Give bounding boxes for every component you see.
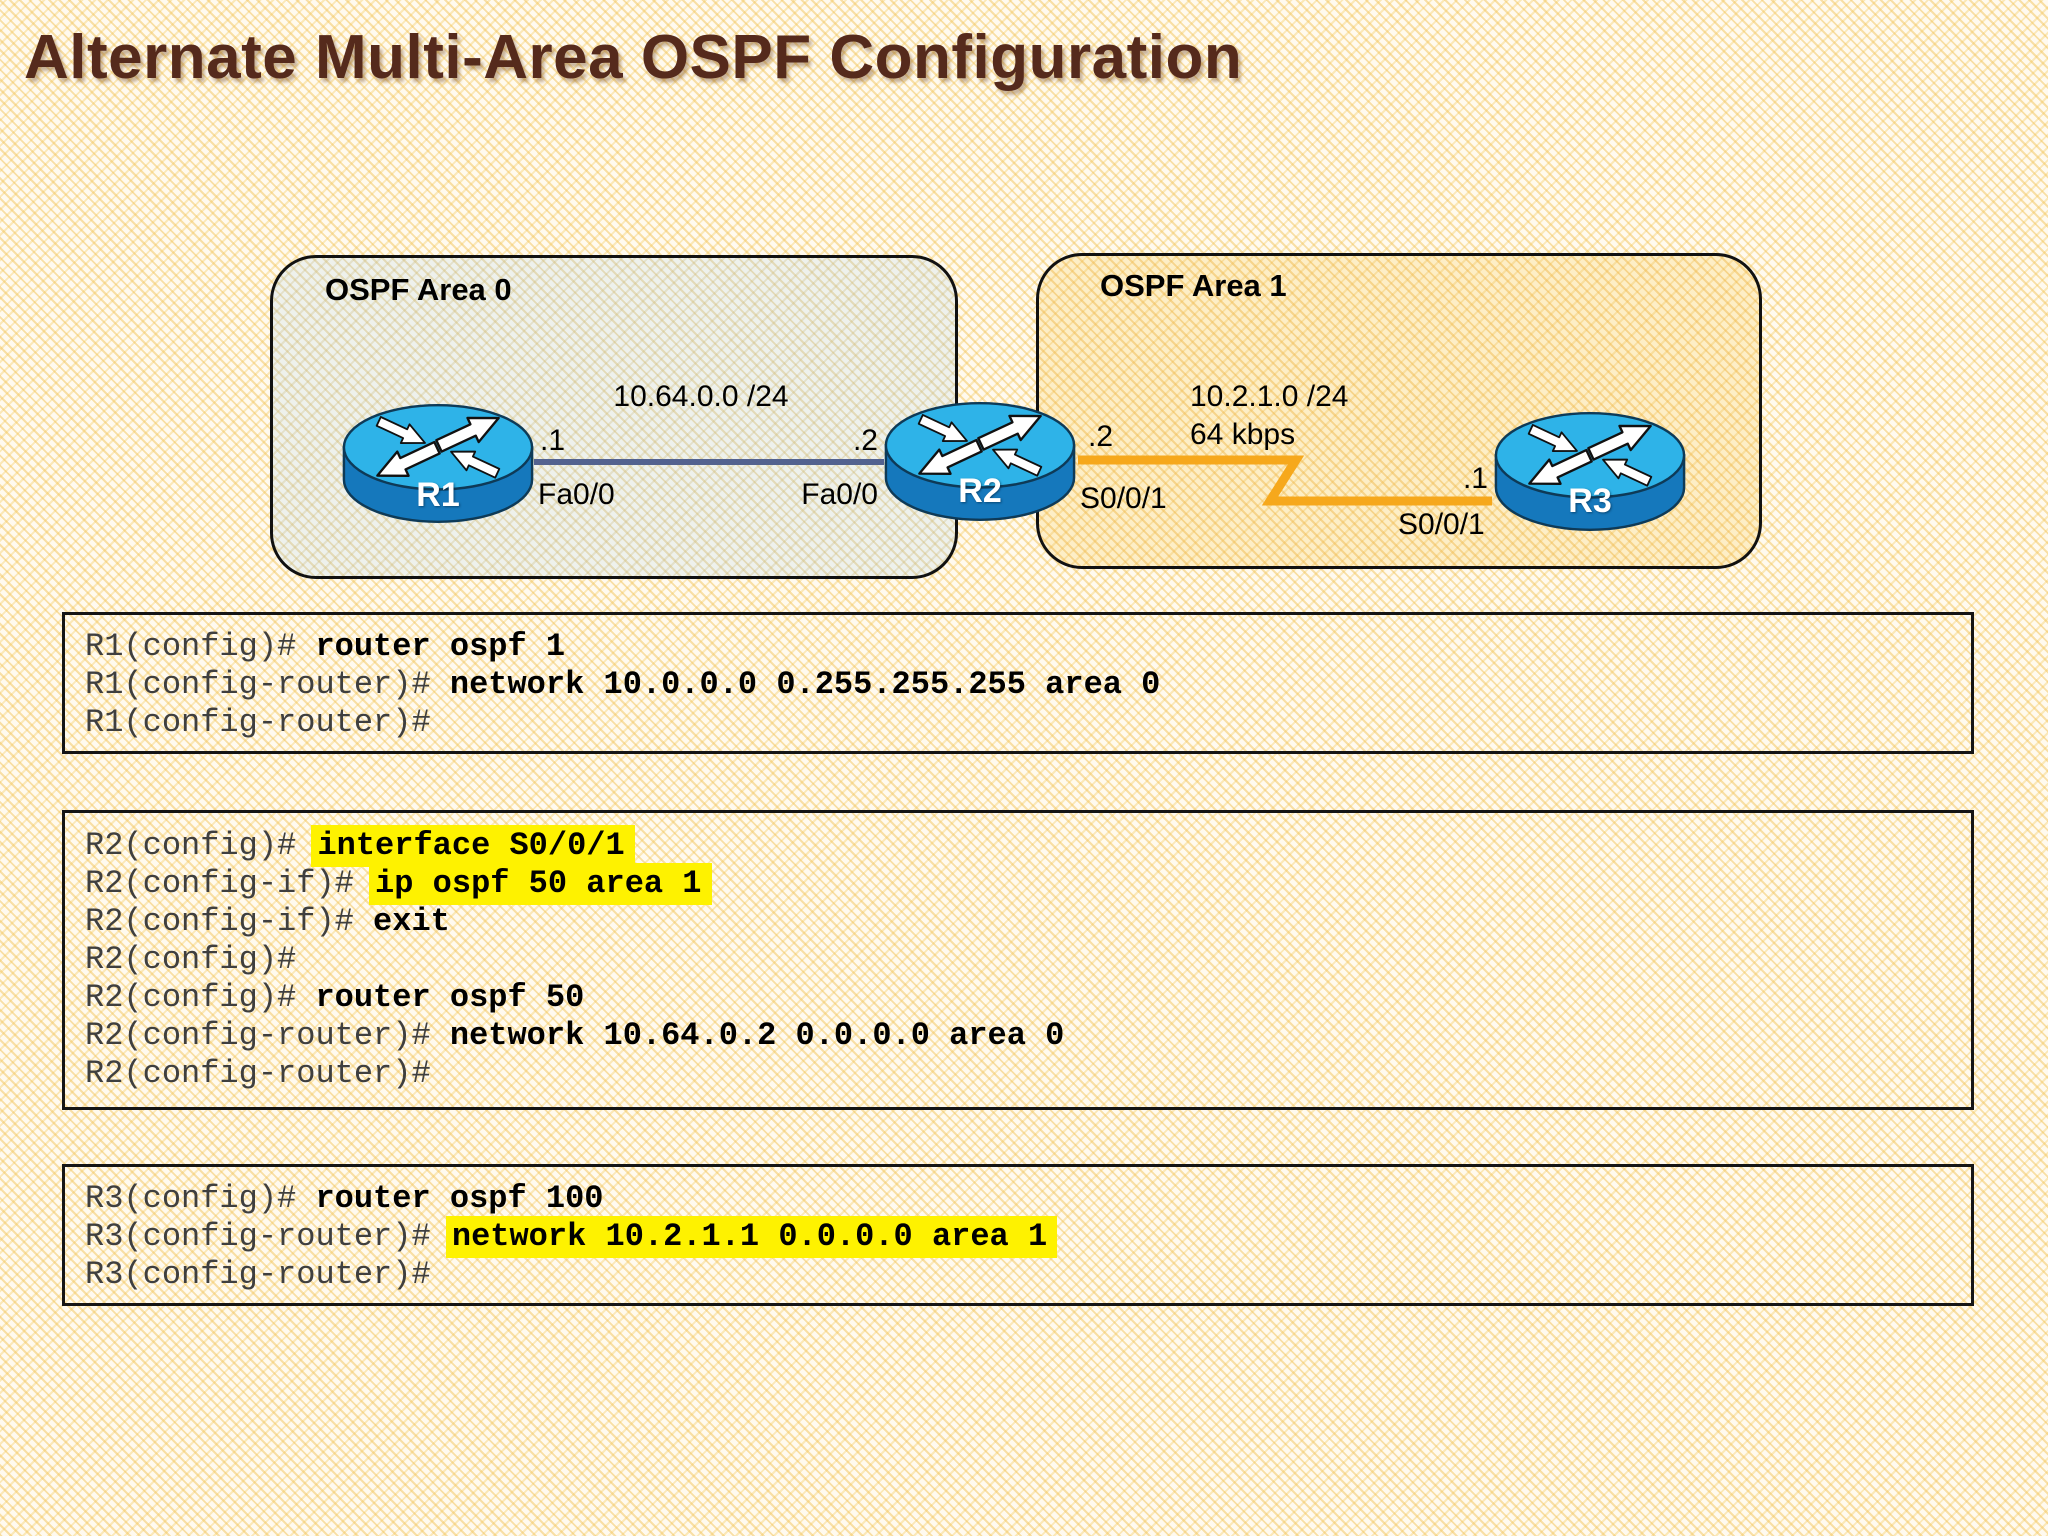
console-line: R2(config)# interface S0/0/1: [85, 825, 1971, 867]
console-line: R1(config-router)#: [85, 704, 1971, 742]
console-line: R1(config)# router ospf 1: [85, 628, 1971, 666]
console-line: R3(config-router)#: [85, 1256, 1971, 1294]
console-r3: R3(config)# router ospf 100 R3(config-ro…: [62, 1164, 1974, 1306]
ospf-area0-box: [270, 255, 958, 579]
ethernet-link-line: [534, 459, 884, 465]
console-line: R3(config-router)# network 10.2.1.1 0.0.…: [85, 1216, 1971, 1258]
console-line: R3(config)# router ospf 100: [85, 1180, 1971, 1218]
network1-label: 10.2.1.0 /24: [1190, 380, 1349, 413]
r1-ip-label: .1: [540, 424, 566, 457]
ospf-area1-label: OSPF Area 1: [1100, 268, 1287, 303]
cli-prompt: R2(config)#: [85, 941, 297, 978]
console-line: R2(config-if)# exit: [85, 903, 1971, 941]
cli-command: router ospf 1: [315, 628, 566, 665]
network0-label: 10.64.0.0 /24: [613, 380, 789, 413]
cli-prompt: R3(config-router)#: [85, 1218, 450, 1255]
r2-fa-ip-label: .2: [852, 424, 878, 457]
ospf-area0-label: OSPF Area 0: [325, 272, 512, 307]
cli-prompt: R2(config)#: [85, 979, 316, 1016]
console-r2: R2(config)# interface S0/0/1 R2(config-i…: [62, 810, 1974, 1110]
console-line: R2(config-router)# network 10.64.0.2 0.0…: [85, 1017, 1971, 1055]
cli-prompt: R2(config-router)#: [85, 1055, 431, 1092]
cli-prompt: R3(config)#: [85, 1180, 316, 1217]
router-r3-label: R3: [1568, 482, 1612, 520]
cli-command: router ospf 50: [315, 979, 585, 1016]
console-line: R2(config-if)# ip ospf 50 area 1: [85, 863, 1971, 905]
cli-prompt: R3(config-router)#: [85, 1256, 431, 1293]
r2-serial-interface-label: S0/0/1: [1080, 482, 1167, 515]
console-line: R2(config)#: [85, 941, 1971, 979]
console-r1: R1(config)# router ospf 1 R1(config-rout…: [62, 612, 1974, 754]
console-line: R2(config-router)#: [85, 1055, 1971, 1093]
console-line: R1(config-router)# network 10.0.0.0 0.25…: [85, 666, 1971, 704]
cli-command: router ospf 100: [315, 1180, 604, 1217]
r3-ip-label: .1: [1462, 462, 1488, 495]
cli-command: network 10.0.0.0 0.255.255.255 area 0: [449, 666, 1161, 703]
serial-link-line: [1078, 455, 1492, 506]
cli-command: network 10.64.0.2 0.0.0.0 area 0: [449, 1017, 1065, 1054]
page-title: Alternate Multi-Area OSPF Configuration: [24, 23, 1243, 92]
cli-command: network 10.2.1.1 0.0.0.0 area 1: [445, 1216, 1058, 1258]
cli-prompt: R2(config-if)#: [85, 903, 374, 940]
cli-prompt: R1(config)#: [85, 628, 316, 665]
cli-prompt: R2(config-if)#: [85, 865, 374, 902]
cli-command: exit: [373, 903, 450, 940]
link-speed-label: 64 kbps: [1190, 418, 1296, 451]
cli-prompt: R2(config)#: [85, 827, 316, 864]
r1-interface-label: Fa0/0: [538, 478, 615, 511]
cli-command: interface S0/0/1: [311, 825, 635, 867]
cli-prompt: R1(config-router)#: [85, 704, 431, 741]
cli-prompt: R1(config-router)#: [85, 666, 450, 703]
router-r2-label: R2: [958, 472, 1002, 510]
cli-prompt: R2(config-router)#: [85, 1017, 450, 1054]
cli-command: ip ospf 50 area 1: [369, 863, 712, 905]
r2-serial-ip-label: .2: [1088, 420, 1114, 453]
r2-fa-interface-label: Fa0/0: [801, 478, 878, 511]
r3-interface-label: S0/0/1: [1398, 508, 1485, 541]
console-line: R2(config)# router ospf 50: [85, 979, 1971, 1017]
router-r1-label: R1: [416, 476, 460, 514]
